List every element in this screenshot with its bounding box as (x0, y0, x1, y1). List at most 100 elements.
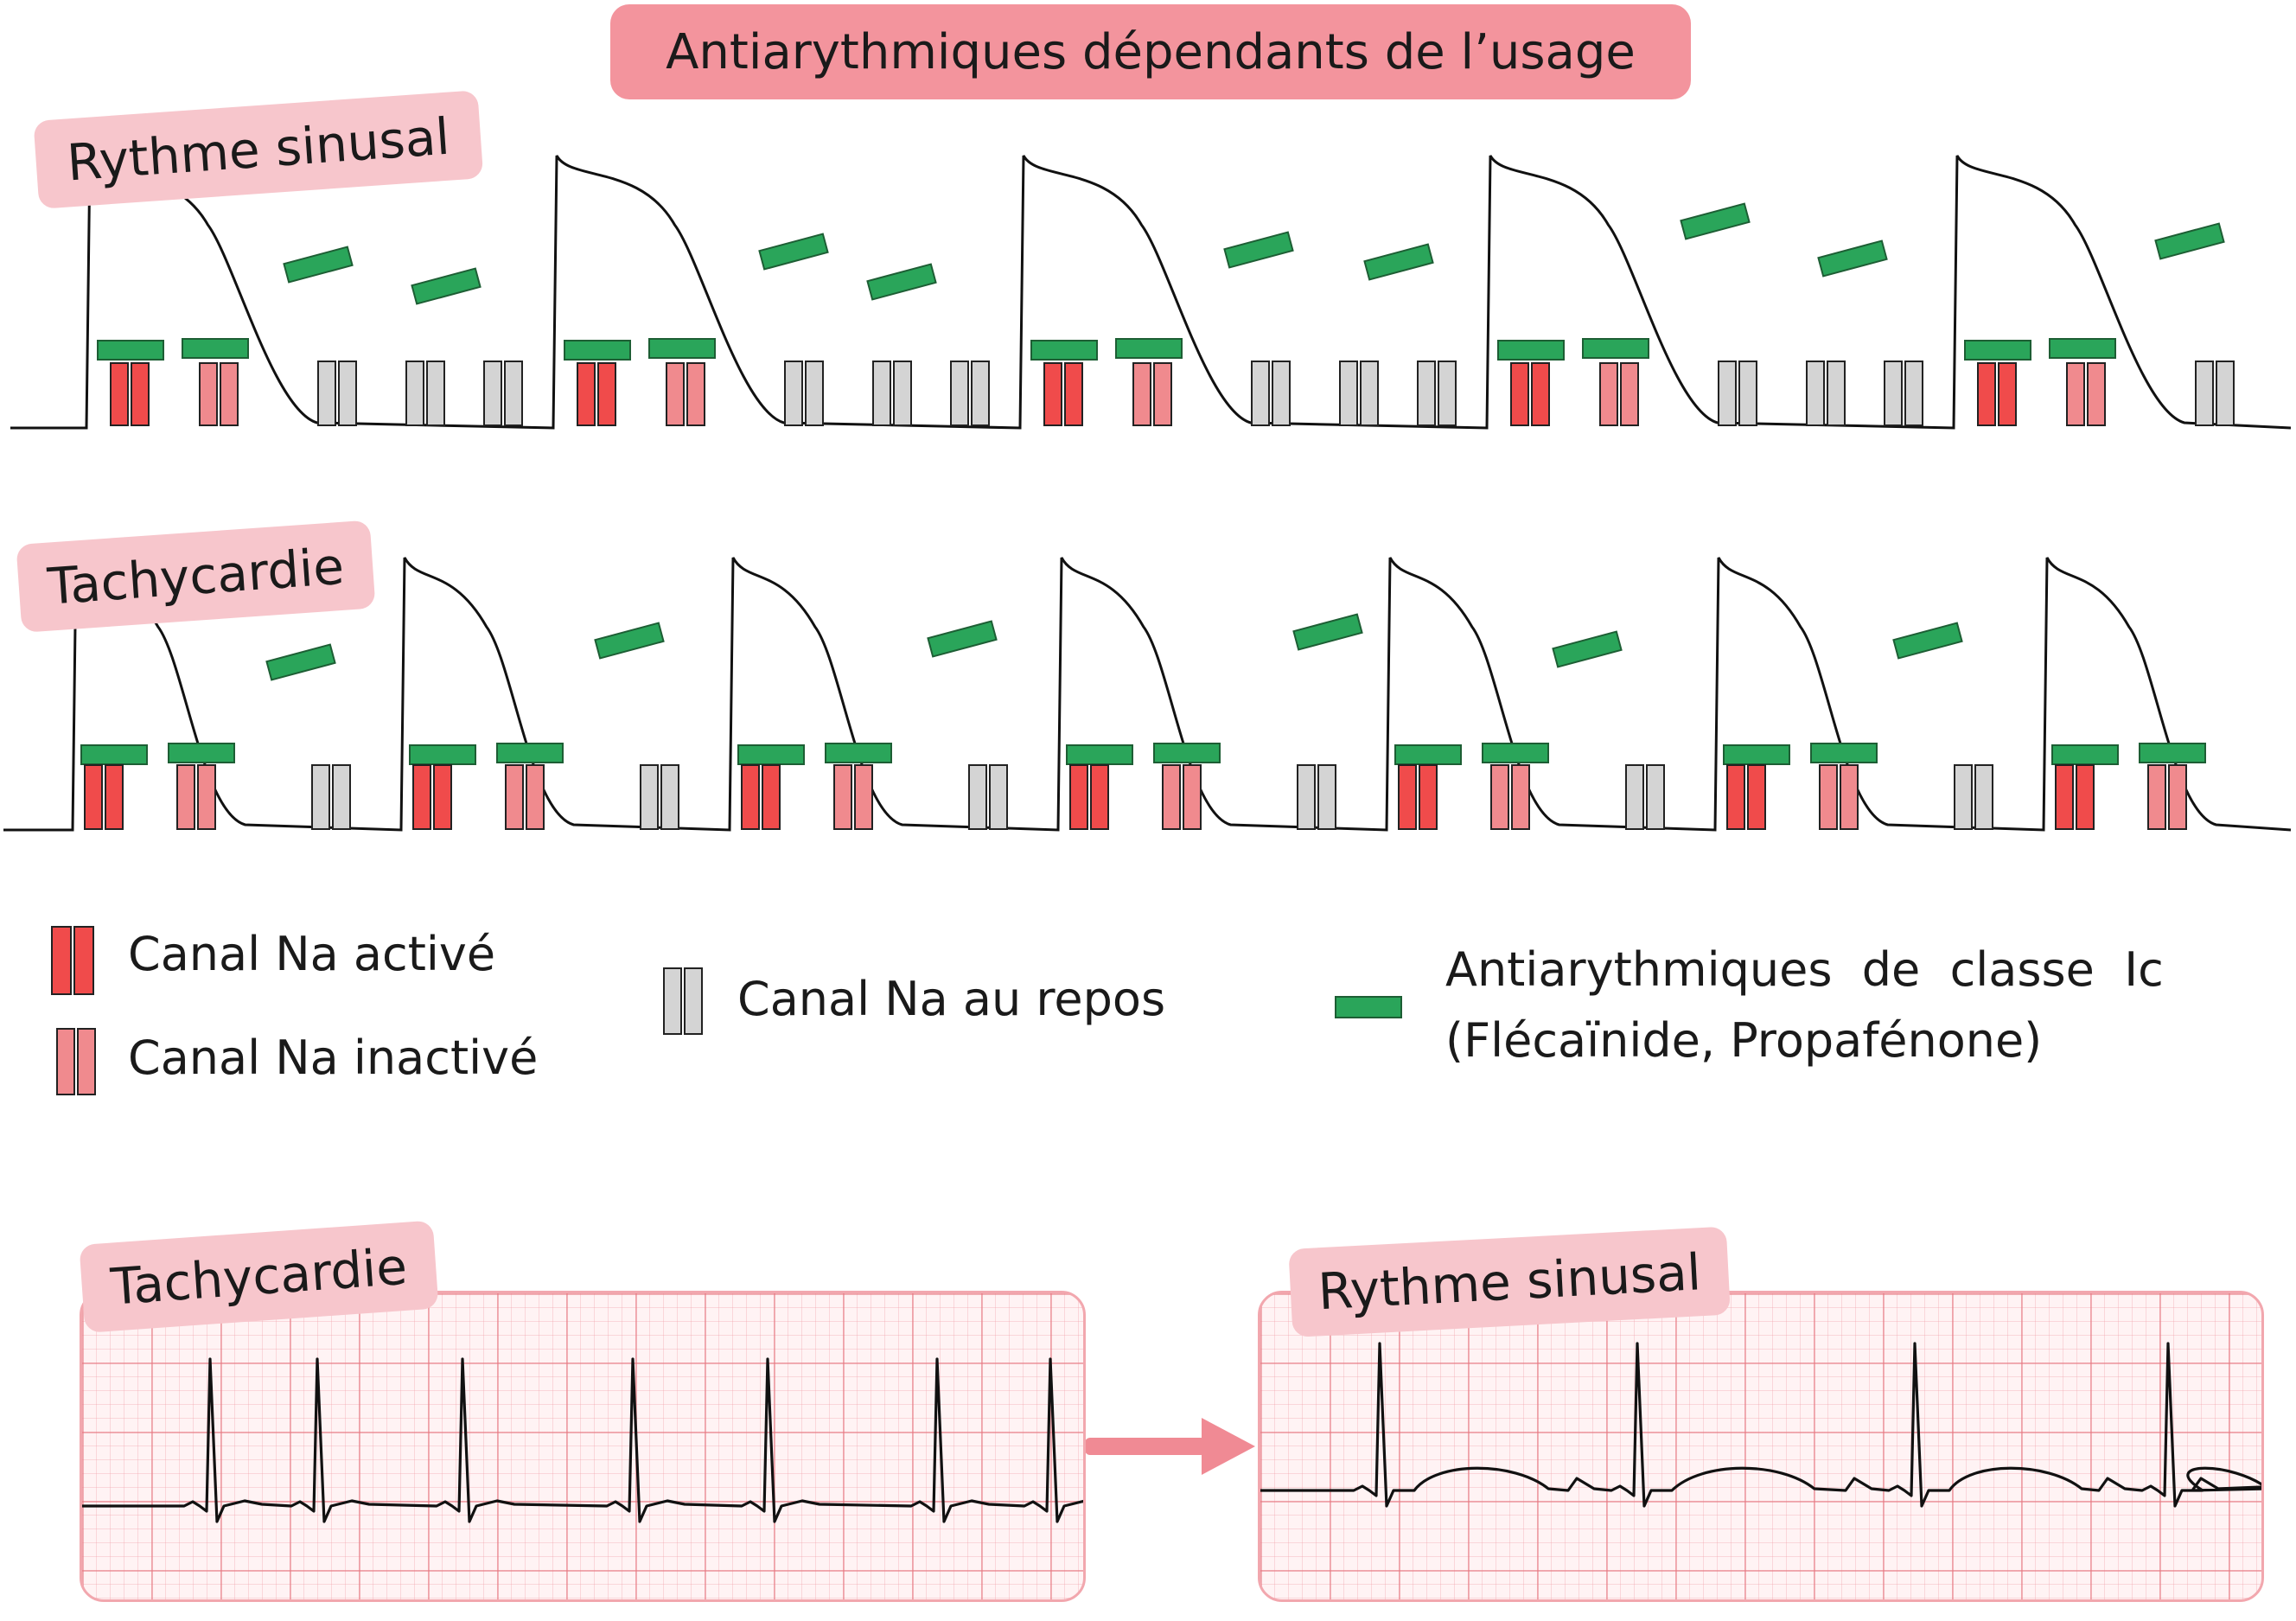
na-channel-rest-icon (1718, 361, 1757, 426)
legend-inactive-label: Canal Na inactivé (128, 1031, 539, 1085)
drug-molecule-icon (1552, 630, 1623, 668)
ecg-sinus-line (1260, 1342, 2261, 1508)
drug-molecule-icon (1292, 613, 1363, 651)
drug-bound-inactive-icon (825, 743, 892, 763)
drug-bound-inactive-icon (182, 338, 249, 359)
na-channel-active-icon (110, 362, 150, 426)
na-channel-rest-icon (950, 361, 990, 426)
na-channel-active-icon (412, 764, 452, 830)
drug-molecule-icon (1892, 622, 1963, 660)
ecg-sinus-panel (1258, 1291, 2264, 1602)
legend-rest-label: Canal Na au repos (737, 972, 1166, 1026)
na-channel-inactive-icon (199, 362, 239, 426)
na-channel-active-icon (1510, 362, 1550, 426)
conversion-arrow (1085, 1418, 1255, 1475)
drug-bound-inactive-icon (1115, 338, 1183, 359)
drug-molecule-icon (411, 267, 482, 305)
na-channel-inactive-icon (2066, 362, 2106, 426)
drug-molecule-icon (927, 620, 998, 658)
na-channel-inactive-icon (1162, 764, 1202, 830)
sinus-ap-line (10, 155, 2292, 430)
na-channel-inactive-icon (1819, 764, 1859, 830)
drug-bound-active-icon (564, 340, 631, 361)
drug-bound-active-icon (1394, 744, 1462, 765)
drug-bound-active-icon (737, 744, 805, 765)
drug-molecule-icon (283, 246, 354, 284)
na-channel-active-icon (1726, 764, 1766, 830)
na-channel-active-icon (1398, 764, 1438, 830)
drug-bound-inactive-icon (1582, 338, 1649, 359)
drug-molecule-icon (758, 233, 829, 271)
drug-bound-active-icon (409, 744, 476, 765)
na-channel-rest-icon (640, 764, 679, 830)
na-channel-rest-icon (1884, 361, 1923, 426)
na-channel-rest-icon (405, 361, 445, 426)
na-channel-rest-icon (1417, 361, 1457, 426)
drug-bound-inactive-icon (1810, 743, 1878, 763)
na-channel-inactive-icon (505, 764, 545, 830)
na-channel-rest-icon (1251, 361, 1291, 426)
na-channel-active-icon (2055, 764, 2095, 830)
drug-molecule-icon (1363, 243, 1434, 281)
drug-bound-active-icon (1723, 744, 1790, 765)
legend-rest-icon (663, 967, 703, 1035)
drug-molecule-icon (265, 643, 336, 681)
tachycardia-action-potential-trace (3, 557, 2292, 832)
na-channel-rest-icon (1625, 764, 1665, 830)
na-channel-rest-icon (311, 764, 351, 830)
drug-bound-active-icon (1964, 340, 2031, 361)
na-channel-inactive-icon (666, 362, 705, 426)
drug-bound-inactive-icon (648, 338, 716, 359)
legend-drug-label-line2: (Flécaïnide, Propafénone) (1445, 1013, 2043, 1068)
ecg-tachycardia-line (82, 1357, 1083, 1523)
channel-and-drug-icons (51, 202, 2235, 1095)
legend-inactive-icon (56, 1028, 96, 1095)
drug-molecule-icon (1817, 239, 1888, 278)
na-channel-inactive-icon (2147, 764, 2187, 830)
ecg-sinus-trace (1260, 1342, 2261, 1508)
na-channel-active-icon (1977, 362, 2017, 426)
drug-bound-active-icon (80, 744, 148, 765)
drug-bound-active-icon (97, 340, 164, 361)
diagram-title: Antiarythmiques dépendants de l’usage (610, 4, 1691, 99)
na-channel-rest-icon (483, 361, 523, 426)
legend-active-icon (51, 926, 94, 995)
na-channel-rest-icon (317, 361, 357, 426)
na-channel-rest-icon (1806, 361, 1846, 426)
drug-molecule-icon (1680, 202, 1751, 240)
legend-drug-icon (1335, 996, 1402, 1018)
na-channel-inactive-icon (1599, 362, 1639, 426)
na-channel-active-icon (1069, 764, 1109, 830)
drug-bound-active-icon (2051, 744, 2119, 765)
na-channel-inactive-icon (833, 764, 873, 830)
drug-bound-inactive-icon (2139, 743, 2206, 763)
na-channel-rest-icon (872, 361, 912, 426)
legend-active-label: Canal Na activé (128, 927, 496, 981)
na-channel-inactive-icon (176, 764, 216, 830)
na-channel-inactive-icon (1132, 362, 1172, 426)
drug-bound-inactive-icon (2049, 338, 2116, 359)
drug-bound-inactive-icon (1153, 743, 1221, 763)
drug-molecule-icon (866, 263, 937, 301)
drug-molecule-icon (594, 622, 665, 660)
na-channel-rest-icon (968, 764, 1008, 830)
na-channel-active-icon (84, 764, 124, 830)
na-channel-active-icon (1043, 362, 1083, 426)
na-channel-active-icon (741, 764, 781, 830)
drug-bound-active-icon (1497, 340, 1565, 361)
na-channel-rest-icon (1339, 361, 1379, 426)
drug-bound-inactive-icon (168, 743, 235, 763)
legend-drug-label-line1: Antiarythmiques de classe Ic (1445, 942, 2164, 997)
na-channel-rest-icon (784, 361, 824, 426)
drug-molecule-icon (1223, 231, 1294, 269)
drug-bound-inactive-icon (496, 743, 564, 763)
drug-bound-active-icon (1030, 340, 1098, 361)
ecg-tachycardia-panel (80, 1291, 1086, 1602)
tachy-ap-line (3, 557, 2292, 832)
drug-molecule-icon (2154, 222, 2225, 260)
drug-bound-inactive-icon (1482, 743, 1549, 763)
sinus-action-potential-trace (10, 155, 2292, 430)
arrow-shaft (1085, 1438, 1206, 1455)
drug-bound-active-icon (1066, 744, 1133, 765)
